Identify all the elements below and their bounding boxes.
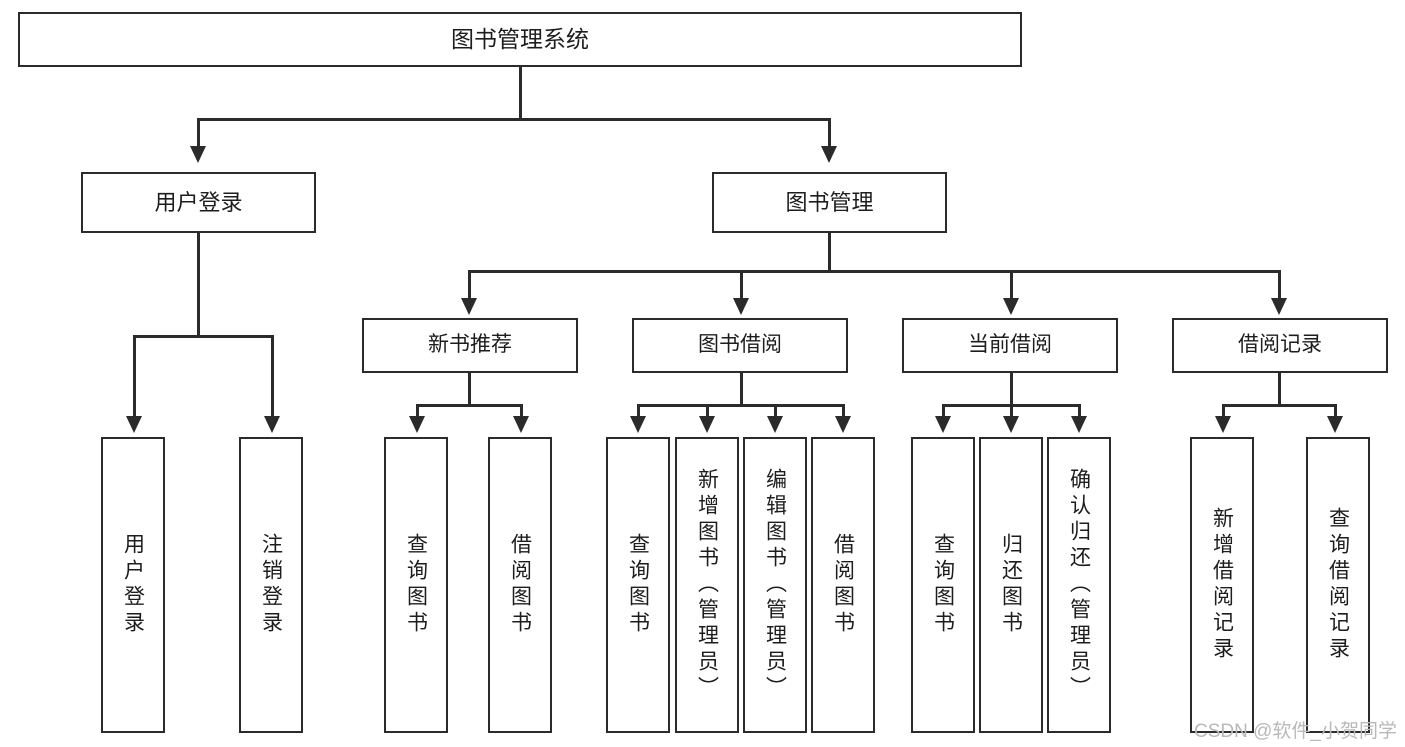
arrow-to-leaf-query-book-3 [935, 416, 951, 433]
connector-book-mgmt-drop-1 [468, 270, 471, 300]
connector-new-book-bar [416, 404, 522, 407]
connector-user-login-bar [133, 335, 273, 338]
node-root-system[interactable]: 图书管理系统 [18, 12, 1022, 67]
leaf-query-borrow-record[interactable]: 查询借阅记录 [1306, 437, 1370, 733]
arrow-to-leaf-query-book-1 [409, 416, 425, 433]
arrow-to-leaf-logout [264, 416, 280, 433]
connector-root-bar [197, 118, 831, 121]
connector-root-to-book-mgmt [828, 118, 831, 148]
node-label: 当前借阅 [968, 333, 1052, 357]
arrow-to-new-book-recommend [461, 298, 477, 315]
leaf-add-borrow-record[interactable]: 新增借阅记录 [1190, 437, 1254, 733]
leaf-query-book-current[interactable]: 查询图书 [911, 437, 975, 733]
leaf-label: 借阅图书 [508, 533, 532, 637]
node-borrow-record[interactable]: 借阅记录 [1172, 318, 1388, 373]
connector-book-borrow-stem [740, 373, 743, 406]
arrow-root-to-user-login [190, 146, 206, 163]
node-label: 借阅记录 [1238, 333, 1322, 357]
connector-new-book-drop-2 [520, 404, 523, 418]
arrow-to-leaf-query-book-2 [630, 416, 646, 433]
node-book-management[interactable]: 图书管理 [712, 172, 947, 233]
arrow-root-to-book-mgmt [821, 146, 837, 163]
connector-book-mgmt-stem [828, 233, 831, 271]
leaf-add-book-admin[interactable]: 新增图书（管理员） [675, 437, 739, 733]
leaf-label: 用户登录 [121, 533, 145, 637]
leaf-borrow-book-recommend[interactable]: 借阅图书 [488, 437, 552, 733]
connector-user-login-stem [197, 233, 200, 336]
leaf-label: 归还图书 [999, 533, 1023, 637]
leaf-label: 查询图书 [626, 533, 650, 637]
arrow-to-borrow-record [1271, 298, 1287, 315]
leaf-edit-book-admin[interactable]: 编辑图书（管理员） [743, 437, 807, 733]
connector-book-borrow-bar [637, 404, 843, 407]
node-label: 图书借阅 [698, 333, 782, 357]
connector-current-borrow-drop-1 [942, 404, 945, 418]
arrow-to-current-borrow [1003, 298, 1019, 315]
node-book-borrow[interactable]: 图书借阅 [632, 318, 848, 373]
connector-book-mgmt-drop-4 [1278, 270, 1281, 300]
node-label: 图书管理 [785, 189, 874, 215]
leaf-user-login[interactable]: 用户登录 [101, 437, 165, 733]
connector-borrow-record-drop-2 [1334, 404, 1337, 418]
connector-root-stem [519, 67, 522, 119]
node-label: 新书推荐 [428, 333, 512, 357]
leaf-label: 新增图书（管理员） [695, 468, 719, 702]
leaf-label: 查询图书 [931, 533, 955, 637]
connector-user-login-drop-2 [271, 335, 274, 418]
connector-borrow-record-bar [1222, 404, 1336, 407]
csdn-watermark: CSDN @软件_小贺同学 [1194, 721, 1397, 742]
node-user-login[interactable]: 用户登录 [81, 172, 316, 233]
arrow-to-leaf-add-record [1215, 416, 1231, 433]
leaf-label: 查询借阅记录 [1326, 507, 1350, 663]
arrow-to-leaf-return-book [1003, 416, 1019, 433]
leaf-query-book-recommend[interactable]: 查询图书 [384, 437, 448, 733]
leaf-label: 借阅图书 [831, 533, 855, 637]
arrow-to-leaf-add-book [699, 416, 715, 433]
leaf-label: 编辑图书（管理员） [763, 468, 787, 702]
leaf-query-book-borrow[interactable]: 查询图书 [606, 437, 670, 733]
arrow-to-leaf-borrow-book-1 [513, 416, 529, 433]
connector-book-borrow-drop-2 [706, 404, 709, 418]
connector-current-borrow-drop-3 [1078, 404, 1081, 418]
arrow-to-leaf-confirm-return [1071, 416, 1087, 433]
connector-book-mgmt-drop-2 [740, 270, 743, 300]
connector-current-borrow-drop-2 [1010, 404, 1013, 418]
leaf-return-book[interactable]: 归还图书 [979, 437, 1043, 733]
leaf-label: 确认归还（管理员） [1067, 468, 1091, 702]
connector-book-borrow-drop-3 [774, 404, 777, 418]
leaf-borrow-book[interactable]: 借阅图书 [811, 437, 875, 733]
leaf-label: 查询图书 [404, 533, 428, 637]
node-label: 图书管理系统 [451, 26, 589, 53]
leaf-confirm-return-admin[interactable]: 确认归还（管理员） [1047, 437, 1111, 733]
node-new-book-recommend[interactable]: 新书推荐 [362, 318, 578, 373]
connector-user-login-drop-1 [133, 335, 136, 418]
connector-borrow-record-stem [1278, 373, 1281, 406]
connector-root-to-user-login [197, 118, 200, 148]
connector-current-borrow-stem [1010, 373, 1013, 406]
arrow-to-leaf-edit-book [767, 416, 783, 433]
leaf-label: 注销登录 [259, 533, 283, 637]
connector-book-borrow-drop-1 [637, 404, 640, 418]
node-label: 用户登录 [154, 189, 243, 215]
connector-new-book-stem [468, 373, 471, 406]
arrow-to-leaf-borrow-book-2 [835, 416, 851, 433]
arrow-to-book-borrow [733, 298, 749, 315]
leaf-label: 新增借阅记录 [1210, 507, 1234, 663]
connector-book-mgmt-drop-3 [1010, 270, 1013, 300]
connector-book-mgmt-bar [468, 270, 1280, 273]
arrow-to-leaf-user-login [126, 416, 142, 433]
arrow-to-leaf-query-record [1327, 416, 1343, 433]
connector-book-borrow-drop-4 [842, 404, 845, 418]
connector-borrow-record-drop-1 [1222, 404, 1225, 418]
leaf-logout[interactable]: 注销登录 [239, 437, 303, 733]
node-current-borrow[interactable]: 当前借阅 [902, 318, 1118, 373]
connector-new-book-drop-1 [416, 404, 419, 418]
